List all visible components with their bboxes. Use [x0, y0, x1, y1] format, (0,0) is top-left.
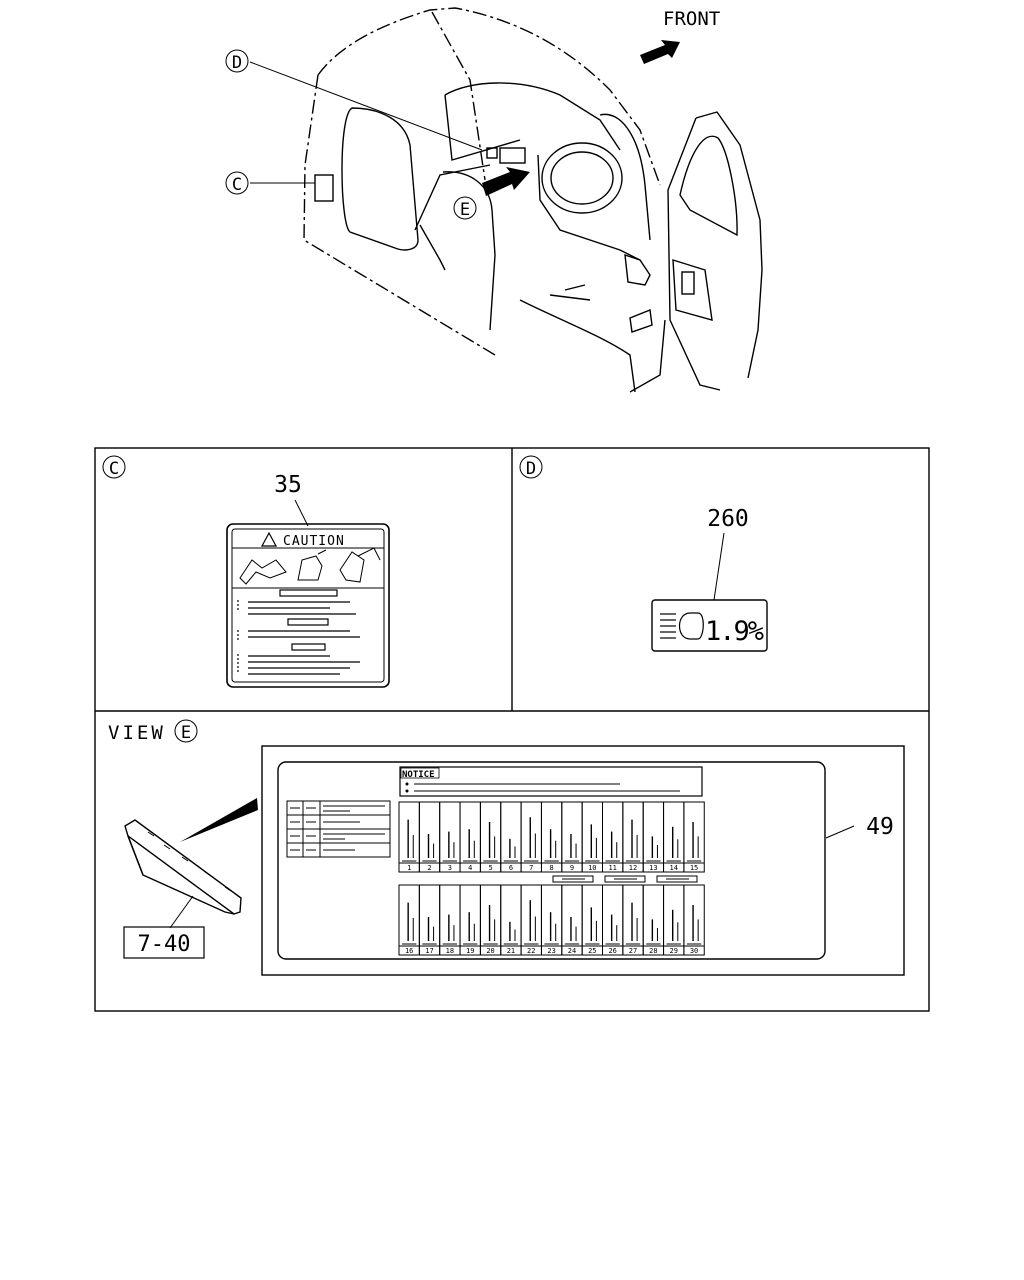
caution-heading: CAUTION [283, 534, 345, 549]
fuse-slot: 8 [540, 801, 563, 873]
notice-box: NOTICE [399, 766, 703, 797]
panel-e: VIEW E 7-40 49 NOTICE [108, 719, 905, 976]
fuse-slot: 14 [663, 801, 685, 873]
fuse-slot: 2 [418, 801, 441, 873]
fuse-box-cover [124, 798, 258, 915]
fuse-slot-number: 29 [670, 947, 678, 955]
fuse-slot-number: 19 [466, 947, 474, 955]
fuse-slot-number: 17 [425, 947, 433, 955]
view-prefix: VIEW [108, 722, 166, 744]
warning-triangle-icon [260, 531, 278, 547]
fuse-slot-number: 9 [570, 864, 574, 872]
cab-overview-drawing [249, 7, 763, 393]
fuse-slot: 21 [500, 884, 522, 956]
fuse-slot: 17 [418, 884, 441, 956]
fuse-slot-number: 24 [568, 947, 576, 955]
callout-c: C [225, 171, 249, 195]
fuse-slot: 28 [642, 884, 665, 956]
fuse-slot: 23 [540, 884, 563, 956]
panel-c-part-number: 35 [274, 472, 302, 498]
fuse-slot-number: 15 [690, 864, 698, 872]
fuse-slot-number: 30 [690, 947, 698, 955]
caution-text-lines [237, 589, 360, 675]
fuse-slot: 9 [561, 801, 583, 873]
fuse-slot-number: 25 [588, 947, 596, 955]
fuse-slot: 19 [459, 884, 481, 956]
fuse-slot-number: 3 [448, 864, 452, 872]
panel-d: D 260 1.9% [519, 455, 768, 652]
callout-c-letter: C [232, 175, 242, 195]
headlamp-level-label: 1.9% [651, 599, 768, 652]
fuse-slot: 11 [602, 801, 624, 873]
fuse-legend-table [286, 800, 391, 858]
fuse-slot: 24 [561, 884, 583, 956]
fuse-slot: 3 [439, 801, 461, 873]
fuse-slot-number: 5 [488, 864, 492, 872]
fuse-slot-number: 8 [550, 864, 554, 872]
front-arrow-icon [640, 40, 680, 64]
detail-frame [94, 447, 930, 1012]
spare-fuse-slots [552, 875, 698, 883]
fuse-slot-number: 14 [670, 864, 678, 872]
fuse-slot-number: 4 [468, 864, 472, 872]
fuse-slot: 30 [683, 884, 705, 956]
callout-d-letter: D [232, 53, 242, 73]
fuse-slot-number: 10 [588, 864, 596, 872]
notice-heading: NOTICE [402, 770, 435, 780]
fuse-slot: 25 [581, 884, 604, 956]
fuse-slot: 29 [663, 884, 685, 956]
panel-c: C 35 CAUTION [102, 455, 390, 688]
fuse-slot-number: 27 [629, 947, 637, 955]
fuse-slot-number: 16 [405, 947, 413, 955]
fuse-slot-number: 28 [649, 947, 657, 955]
fuse-slot: 10 [581, 801, 604, 873]
fuse-slot: 22 [520, 884, 542, 956]
callout-e: E [453, 196, 477, 220]
panel-c-marker: C [109, 459, 119, 479]
callout-d: D [225, 49, 249, 73]
panel-d-part-number: 260 [707, 506, 749, 532]
fuse-slot: 16 [398, 884, 420, 956]
panel-e-part-number: 49 [866, 814, 894, 840]
fuse-slot-number: 26 [608, 947, 616, 955]
callout-e-letter: E [460, 200, 470, 220]
headlamp-level-value: 1.9% [705, 616, 764, 647]
fuse-slot: 1 [398, 801, 420, 873]
panel-e-marker: E [181, 723, 191, 743]
headlamp-icon [660, 612, 704, 640]
fuse-slot-number: 12 [629, 864, 637, 872]
fuse-slot: 18 [439, 884, 461, 956]
reference-number: 7-40 [138, 932, 191, 957]
fuse-slot: 27 [622, 884, 644, 956]
fuse-slot-number: 6 [509, 864, 513, 872]
fuse-slot-number: 23 [547, 947, 555, 955]
fuse-slot-number: 21 [507, 947, 515, 955]
fuse-slot: 4 [459, 801, 481, 873]
fuse-slot-number: 1 [407, 864, 411, 872]
fuse-slot-number: 2 [427, 864, 431, 872]
fuse-slot: 12 [622, 801, 644, 873]
fuse-slot-number: 7 [529, 864, 533, 872]
fuse-slot: 20 [479, 884, 502, 956]
fuse-slot: 15 [683, 801, 705, 873]
fuse-slot-number: 11 [608, 864, 616, 872]
fuse-slot: 6 [500, 801, 522, 873]
panel-d-marker: D [526, 459, 536, 479]
fuse-slot: 26 [602, 884, 624, 956]
fuse-slot-number: 18 [446, 947, 454, 955]
fuse-slot-number: 22 [527, 947, 535, 955]
front-label: FRONT [663, 8, 720, 30]
fuse-slot: 13 [642, 801, 665, 873]
seat-pictograms [239, 547, 381, 585]
fuse-slot-number: 20 [486, 947, 494, 955]
fuse-slot-number: 13 [649, 864, 657, 872]
caution-label: CAUTION [226, 523, 390, 688]
fuse-slot: 7 [520, 801, 542, 873]
fuse-slot: 5 [479, 801, 502, 873]
fuse-row-2: 16 17 18 19 20 21 22 23 24 25 26 27 28 29 30 [398, 884, 705, 956]
